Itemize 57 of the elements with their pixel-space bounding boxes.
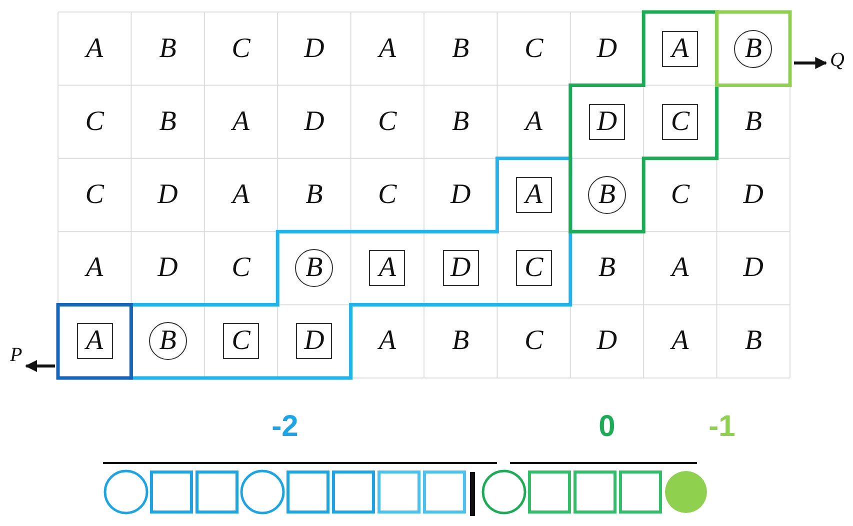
letter: A <box>672 327 689 356</box>
boxed-letter: A <box>369 250 406 286</box>
letter: B <box>744 327 762 356</box>
letter: C <box>378 108 397 136</box>
letter: D <box>743 254 764 282</box>
letter: D <box>158 180 178 209</box>
letter: D <box>304 108 324 136</box>
letter: B <box>159 34 176 63</box>
letter: C <box>524 34 544 63</box>
score-number: -2 <box>272 412 298 442</box>
letter: C <box>85 180 104 209</box>
endpoint-label: P <box>10 345 22 365</box>
arrow <box>794 57 828 69</box>
letter: D <box>596 34 618 63</box>
letter: A <box>232 180 250 209</box>
letter: A <box>232 108 250 136</box>
circled-letter: B <box>148 322 187 360</box>
boxed-letter: A <box>662 30 698 67</box>
boxed-letter: A <box>516 176 552 213</box>
score-number: 0 <box>598 412 616 442</box>
letter: B <box>306 180 323 209</box>
boxed-letter: C <box>516 250 552 286</box>
letter: C <box>232 34 250 63</box>
letter: A <box>86 254 104 282</box>
letter: D <box>743 180 764 209</box>
letter: D <box>158 254 178 282</box>
letter: A <box>672 254 689 282</box>
circled-letter: B <box>295 249 334 288</box>
score-number: -1 <box>708 412 736 442</box>
letter: D <box>596 327 618 356</box>
letter: A <box>378 327 396 356</box>
letter: A <box>525 108 542 136</box>
circled-letter: B <box>588 176 626 214</box>
letter: C <box>85 108 104 136</box>
boxed-letter: D <box>588 104 625 140</box>
letter: B <box>744 108 762 136</box>
letter: D <box>450 180 471 209</box>
boxed-letter: C <box>222 323 259 360</box>
letter: B <box>452 108 470 136</box>
letter: C <box>232 254 250 282</box>
letter: C <box>670 180 690 209</box>
endpoint-label: Q <box>830 50 844 70</box>
letter: A <box>86 34 104 63</box>
letter: B <box>159 108 176 136</box>
letter: A <box>378 34 396 63</box>
letter: B <box>598 254 616 282</box>
letter: B <box>452 34 470 63</box>
letter: C <box>524 327 544 356</box>
letter: D <box>304 34 324 63</box>
letter: B <box>452 327 470 356</box>
circled-letter: B <box>734 30 772 68</box>
boxed-letter: A <box>76 323 113 360</box>
boxed-letter: D <box>296 323 332 360</box>
boxed-letter: D <box>442 250 479 286</box>
boxed-letter: C <box>662 104 698 140</box>
letter: C <box>378 180 397 209</box>
arrow <box>25 360 55 372</box>
